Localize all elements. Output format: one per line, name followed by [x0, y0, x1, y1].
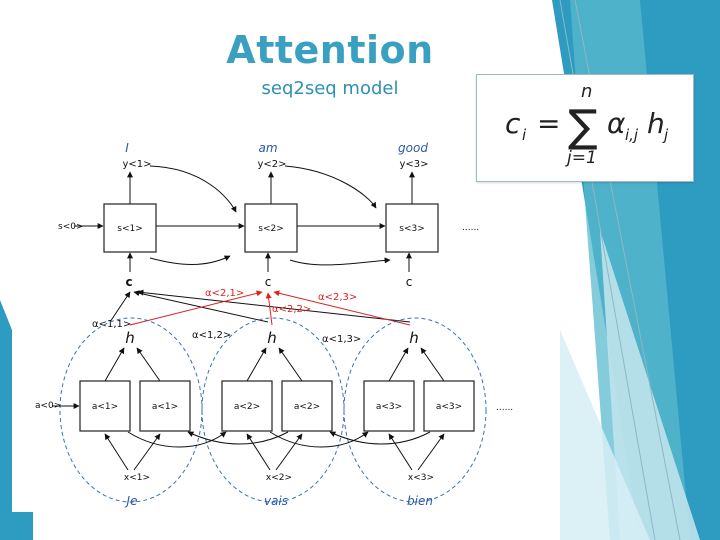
decoder-state-1: s<1> [117, 224, 143, 234]
attention-arrow-black [109, 291, 131, 323]
input-arrow [246, 433, 271, 471]
decoder-state-3: s<3> [399, 224, 425, 234]
a-to-h-arrow [104, 347, 125, 382]
formula-h: h [647, 107, 665, 140]
a-to-h-arrow [420, 347, 445, 382]
formula-lhs-sub: i [522, 126, 527, 144]
encoder-backward-box-1 [139, 380, 191, 432]
input-word-3: bien [407, 494, 433, 508]
attention-arrow-red [129, 290, 263, 326]
slide-title: Attention [226, 28, 434, 72]
encoder-h-1: h [125, 329, 135, 347]
input-arrow [275, 433, 303, 471]
encoder-h-2: h [267, 329, 277, 347]
encoder-forward-arrow [127, 431, 227, 448]
attention-arrow-red [273, 290, 411, 326]
formula-equals: = [537, 107, 560, 140]
feedback-arrow [149, 165, 237, 213]
input-arrow [417, 433, 445, 471]
encoder-backward-label-3: a<3> [436, 402, 462, 412]
formula-lower: j=1 [565, 148, 597, 168]
encoder-input-x-2: x<2> [266, 473, 292, 483]
encoder-backward-box-2 [281, 380, 333, 432]
input-arrow [133, 433, 161, 471]
feedback-arrow [289, 257, 391, 266]
decoder-ellipsis: ...... [462, 223, 479, 233]
encoder-group-ellipse-1 [59, 317, 203, 503]
encoder-backward-arrow [187, 431, 289, 445]
a-to-h-arrow [278, 347, 303, 382]
output-y-3: y<3> [399, 159, 428, 170]
attention-arrow-red [265, 292, 273, 326]
input-word-1: Je [125, 494, 138, 508]
encoder-group-ellipse-2 [201, 317, 345, 503]
encoder-forward-box-2 [221, 380, 273, 432]
encoder-input-x-3: x<3> [408, 473, 434, 483]
output-word-3: good [398, 141, 428, 155]
attention-label-red-2: α<2,2> [272, 304, 311, 315]
encoder-backward-label-1: a<1> [152, 402, 178, 412]
attention-arrow-black [137, 289, 411, 323]
encoder-input-x-1: x<1> [124, 473, 150, 483]
input-arrow [388, 433, 413, 471]
slide-subtitle: seq2seq model [261, 78, 399, 99]
decoder-state-box-2 [244, 203, 298, 253]
encoder-forward-label-2: a<2> [234, 402, 260, 412]
encoder-ellipsis: ...... [496, 403, 513, 413]
attention-label-black-2: α<1,2> [192, 330, 231, 341]
context-c-3: c [406, 275, 413, 289]
encoder-backward-arrow [329, 431, 431, 445]
formula-upper: n [581, 81, 592, 102]
formula-h-sub: j [662, 126, 669, 144]
encoder-forward-label-1: a<1> [92, 402, 118, 412]
deco-bottom-left [0, 512, 33, 540]
feedback-arrow [149, 255, 231, 265]
encoder-backward-box-3 [423, 380, 475, 432]
attention-label-red-1: α<2,1> [205, 288, 244, 299]
output-word-2: am [258, 141, 277, 155]
attention-label-red-3: α<2,3> [318, 292, 357, 303]
decoder-init-state: s<0> [58, 222, 84, 232]
deco-left-sliver [0, 300, 12, 540]
formula-lhs: c [505, 107, 521, 140]
feedback-arrow [284, 165, 377, 209]
encoder-forward-box-3 [363, 380, 415, 432]
formula-sum: ∑ [568, 101, 598, 152]
output-word-1: I [125, 141, 129, 155]
encoder-init: a<0> [35, 401, 61, 411]
formula-alpha-sub: i,j [625, 126, 639, 144]
decoder-state-2: s<2> [258, 224, 284, 234]
encoder-h-3: h [409, 329, 419, 347]
output-y-2: y<2> [257, 159, 286, 170]
context-c-2: c [265, 275, 272, 289]
input-arrow [104, 433, 129, 471]
decoder-state-box-3 [385, 203, 439, 253]
output-y-1: y<1> [122, 159, 151, 170]
input-word-2: vais [264, 494, 288, 508]
formula-alpha: α [607, 107, 626, 140]
encoder-forward-arrow [269, 431, 369, 448]
encoder-forward-box-1 [79, 380, 131, 432]
deco-panel-lightest [560, 330, 650, 540]
formula-box: c i = n ∑ j=1 α i,j h j [476, 74, 694, 182]
a-to-h-arrow [388, 347, 409, 382]
a-to-h-arrow [136, 347, 161, 382]
attention-label-black-3: α<1,3> [322, 334, 361, 345]
formula-svg: c i = n ∑ j=1 α i,j h j [505, 81, 669, 168]
attention-label-black-1: α<1,1> [92, 319, 131, 330]
encoder-forward-label-3: a<3> [376, 402, 402, 412]
a-to-h-arrow [246, 347, 267, 382]
context-c-1: c [125, 275, 132, 289]
encoder-backward-label-2: a<2> [294, 402, 320, 412]
encoder-group-ellipse-3 [343, 317, 487, 503]
